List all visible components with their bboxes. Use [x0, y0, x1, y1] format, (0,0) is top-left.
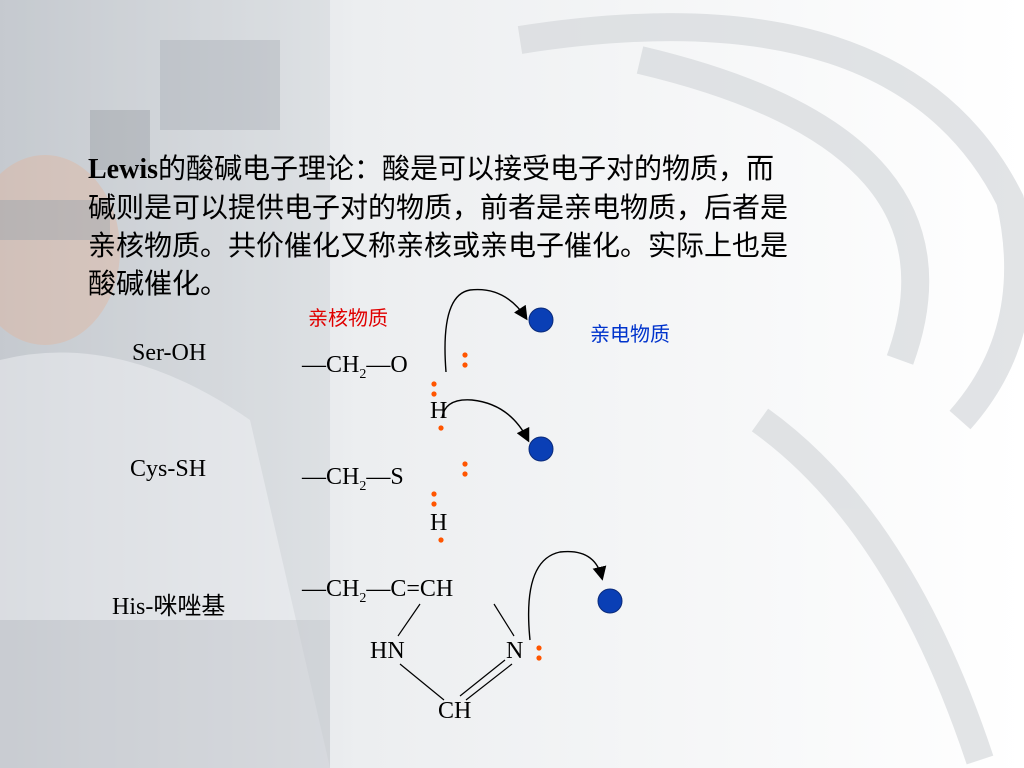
- ser-bond-pair-b: [431, 391, 437, 397]
- cys-hydrogen: H: [430, 510, 448, 536]
- cys-bond-pair-a: [431, 491, 437, 497]
- lewis-theory-paragraph: Lewis的酸碱电子理论：酸是可以接受电子对的物质，而 碱则是可以提供电子对的物…: [88, 150, 948, 303]
- his-attack-arrow: [527, 550, 607, 641]
- ser-h-pair: [438, 425, 444, 431]
- decorative-swirl: [517, 13, 1024, 765]
- his-bond-n-ch-b: [459, 659, 506, 697]
- nucleophile-label: 亲核物质: [308, 306, 388, 330]
- paragraph-line-4: 酸碱催化。: [88, 267, 229, 300]
- ser-bond-pair-a: [431, 381, 437, 387]
- cys-attack-arrow: [441, 399, 530, 443]
- cys-electrophile: [528, 436, 554, 462]
- his-electrophile: [597, 588, 623, 614]
- residue-his: His-咪唑基: [112, 594, 226, 620]
- cys-bond-pair-b: [431, 501, 437, 507]
- ser-lone-pair-b: [462, 362, 468, 368]
- ser-lone-pair-a: [462, 352, 468, 358]
- residue-ser: Ser-OH: [132, 340, 207, 366]
- ser-chain: —CH2—O: [302, 352, 408, 382]
- electrophile-label: 亲电物质: [590, 322, 670, 346]
- his-ch: CH: [438, 698, 472, 724]
- ser-attack-arrow: [444, 288, 528, 373]
- his-lone-pair-b: [536, 655, 542, 661]
- his-bond-ch-n: [493, 603, 515, 637]
- lewis-term: Lewis: [88, 154, 158, 185]
- residue-cys: Cys-SH: [130, 456, 207, 482]
- cys-lone-pair-b: [462, 471, 468, 477]
- his-n: N: [506, 638, 524, 664]
- ser-hydrogen: H: [430, 398, 448, 424]
- his-bond-c-hn: [397, 603, 421, 637]
- his-hn: HN: [370, 638, 405, 664]
- ser-electrophile: [528, 307, 554, 333]
- cys-lone-pair-a: [462, 461, 468, 467]
- his-bond-hn-ch: [399, 663, 445, 701]
- paragraph-line-3: 亲核物质。共价催化又称亲核或亲电子催化。实际上也是: [88, 229, 789, 262]
- his-bond-n-ch-a: [465, 663, 513, 701]
- his-lone-pair-a: [536, 645, 542, 651]
- cys-chain: —CH2—S: [302, 464, 404, 494]
- paragraph-line-1: Lewis的酸碱电子理论：酸是可以接受电子对的物质，而: [88, 152, 775, 185]
- paragraph-line-2: 碱则是可以提供电子对的物质，前者是亲电物质，后者是: [88, 191, 789, 224]
- his-chain: —CH2—C=CH: [302, 576, 454, 606]
- scientist-photo: [0, 0, 330, 768]
- cys-h-pair: [438, 537, 444, 543]
